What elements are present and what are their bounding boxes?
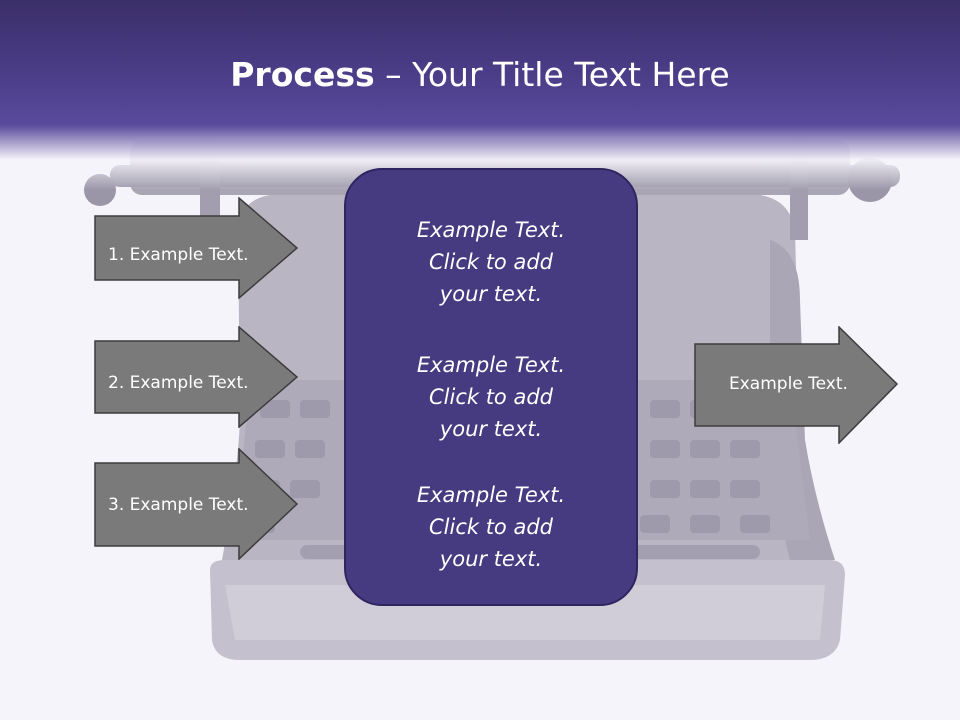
center-block-3-line1: Example Text. bbox=[416, 483, 566, 507]
header-band bbox=[0, 0, 960, 190]
center-block-1-line1: Example Text. bbox=[416, 218, 566, 242]
title-rest: – Your Title Text Here bbox=[374, 55, 730, 94]
center-block-2: Example Text. Click to add your text. bbox=[346, 349, 636, 445]
center-block-1: Example Text. Click to add your text. bbox=[346, 214, 636, 310]
center-block-1-line3: your text. bbox=[439, 282, 543, 306]
center-block-2-line2: Click to add bbox=[428, 385, 553, 409]
right-arrow-shape[interactable] bbox=[694, 326, 900, 444]
slide-title[interactable]: Process – Your Title Text Here bbox=[0, 50, 960, 100]
left-arrow-1-shape[interactable] bbox=[94, 197, 300, 299]
title-bold: Process bbox=[230, 55, 375, 94]
center-block-3-line2: Click to add bbox=[428, 515, 553, 539]
center-text-box[interactable]: Example Text. Click to add your text. Ex… bbox=[344, 168, 638, 606]
center-block-1-line2: Click to add bbox=[428, 250, 553, 274]
left-arrow-2-label: 2. Example Text. bbox=[108, 373, 249, 393]
left-arrow-3-label: 3. Example Text. bbox=[108, 495, 249, 515]
left-arrow-1-label: 1. Example Text. bbox=[108, 245, 249, 265]
left-arrow-3-shape[interactable] bbox=[94, 448, 300, 560]
center-block-2-line1: Example Text. bbox=[416, 353, 566, 377]
right-arrow-label: Example Text. bbox=[729, 374, 848, 394]
center-block-3: Example Text. Click to add your text. bbox=[346, 479, 636, 575]
left-arrow-2-shape[interactable] bbox=[94, 326, 300, 428]
center-block-2-line3: your text. bbox=[439, 417, 543, 441]
center-block-3-line3: your text. bbox=[439, 547, 543, 571]
